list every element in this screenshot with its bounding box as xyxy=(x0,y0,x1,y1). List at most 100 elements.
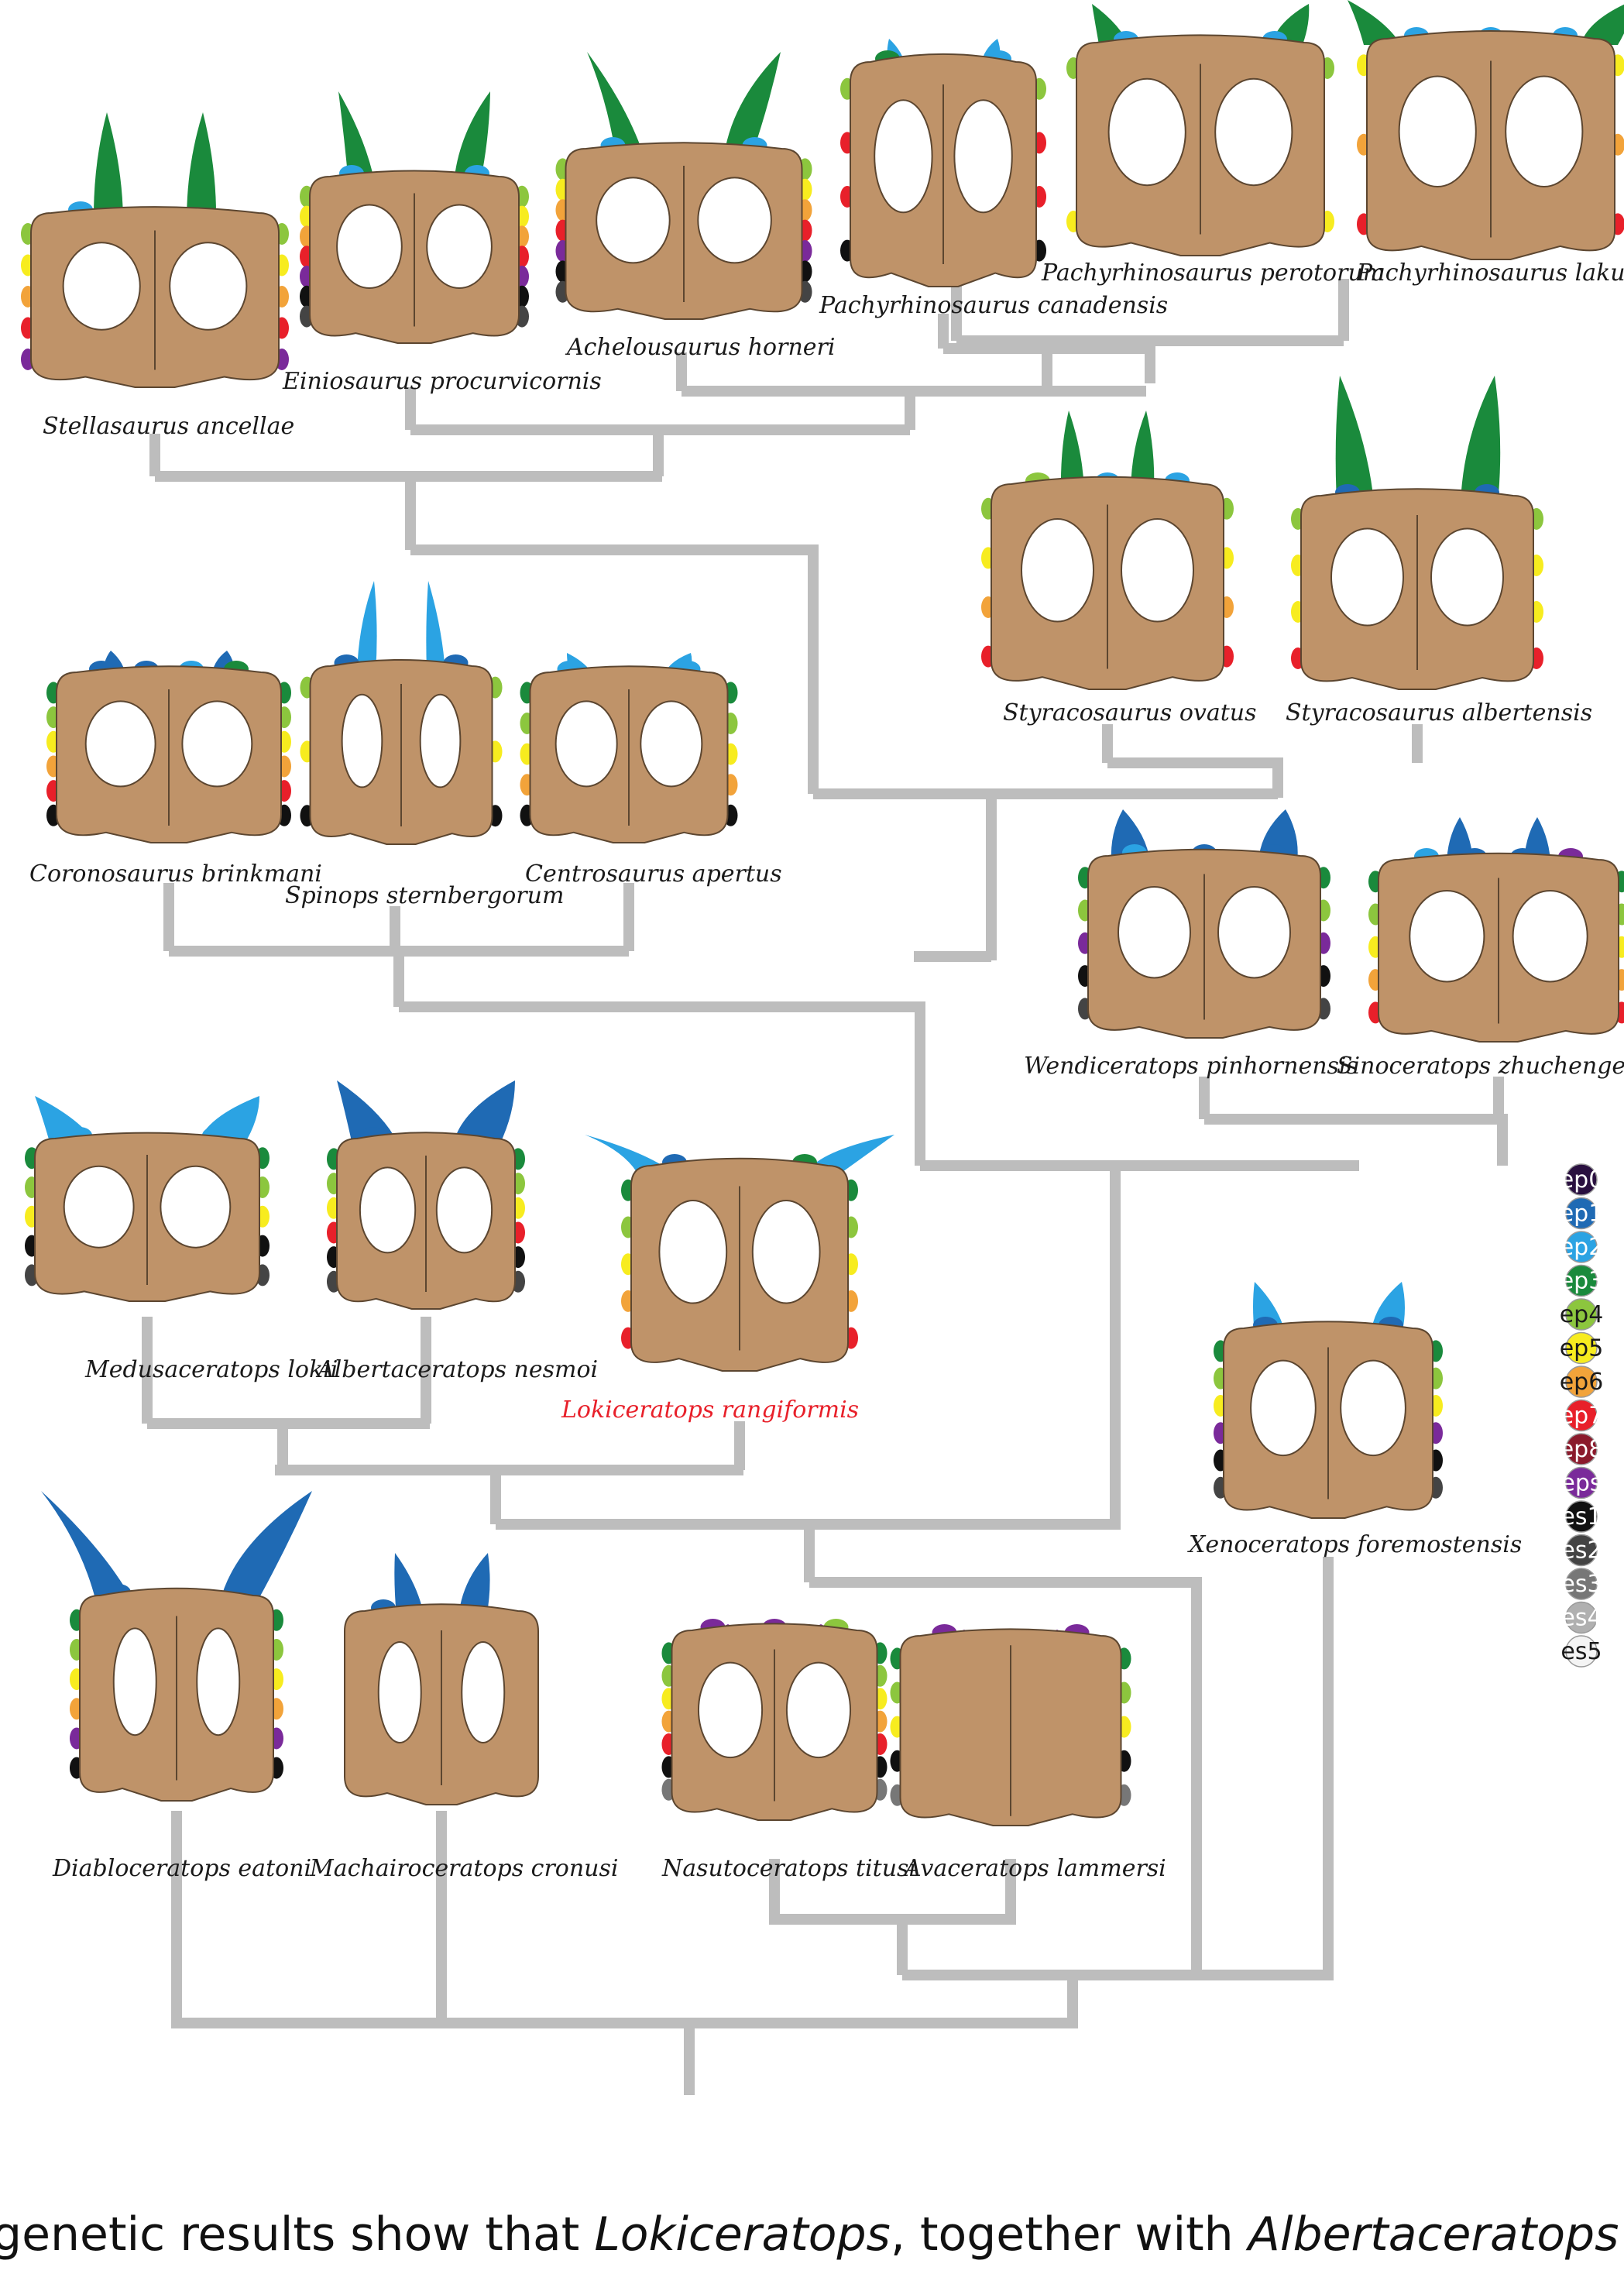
legend-item-ep1: ep1 xyxy=(1560,1198,1604,1229)
taxon-label-xenoceratops: Xenoceratops foremostensis xyxy=(1187,1531,1522,1558)
tree-branch xyxy=(902,1919,1197,1975)
parietal-fenestra xyxy=(954,100,1011,212)
legend-label: ep8 xyxy=(1560,1436,1604,1463)
skull-wendiceratops xyxy=(1078,809,1330,1038)
taxon-label-centrosaurus: Centrosaurus apertus xyxy=(525,860,782,888)
frill-horn xyxy=(1336,376,1374,502)
skull-styraco-ovatus xyxy=(981,410,1234,689)
parietal-fenestra xyxy=(1109,79,1186,186)
taxon-label-diabloceratops: Diabloceratops eatoni xyxy=(52,1855,311,1882)
taxon-label-pachy-canadensis: Pachyrhinosaurus canadensis xyxy=(819,292,1168,319)
skull-pachy-perotorum xyxy=(1066,4,1334,256)
legend-item-es5: es5 xyxy=(1560,1636,1602,1667)
legend-item-es2: es2 xyxy=(1560,1535,1602,1566)
parietal-fenestra xyxy=(170,242,246,330)
skull-achelousaurus xyxy=(556,52,812,319)
parietal-fenestra xyxy=(787,1663,850,1758)
skull-centrosaurus xyxy=(520,653,738,843)
parietal-fenestra xyxy=(640,701,702,786)
taxon-label-styraco-albertensis: Styracosaurus albertensis xyxy=(1286,699,1592,727)
skull-avaceratops xyxy=(891,1624,1131,1826)
taxon-label-lokiceratops: Lokiceratops rangiformis xyxy=(561,1396,859,1424)
legend-item-ep7: ep7 xyxy=(1560,1400,1604,1431)
taxon-label-achelousaurus: Achelousaurus horneri xyxy=(565,334,835,361)
legend-item-ep8: ep8 xyxy=(1560,1434,1604,1465)
parietal-fenestra xyxy=(114,1628,156,1735)
skull-medusaceratops xyxy=(25,1096,270,1301)
skull-lokiceratops xyxy=(585,1135,894,1371)
skull-einiosaurus xyxy=(300,91,529,343)
legend-label: ep3 xyxy=(1560,1268,1604,1295)
parietal-fenestra xyxy=(1513,891,1588,982)
legend-item-ep2: ep2 xyxy=(1560,1231,1604,1262)
parietal-fenestra xyxy=(182,701,252,786)
skull-sinoceratops xyxy=(1368,817,1624,1042)
skull-styraco-albertensis xyxy=(1291,376,1543,689)
skull-diabloceratops xyxy=(41,1491,312,1801)
parietal-fenestra xyxy=(337,205,402,289)
taxon-label-avaceratops: Avaceratops lammersi xyxy=(902,1855,1166,1882)
skull-nasutoceratops xyxy=(662,1619,888,1820)
parietal-fenestra xyxy=(1215,79,1292,186)
tree-branch xyxy=(1107,724,1417,798)
frill-horn xyxy=(187,112,216,219)
parietal-fenestra xyxy=(1431,529,1503,626)
legend-label: eps xyxy=(1560,1470,1602,1497)
legend-item-eps: eps xyxy=(1560,1468,1602,1499)
legend-item-ep5: ep5 xyxy=(1560,1333,1604,1364)
parietal-fenestra xyxy=(342,695,383,788)
legend-item-es4: es4 xyxy=(1560,1602,1602,1633)
legend-label: es2 xyxy=(1560,1537,1602,1565)
taxon-label-einiosaurus: Einiosaurus procurvicornis xyxy=(282,368,602,395)
tree-branch xyxy=(1204,1077,1502,1166)
parietal-fenestra xyxy=(753,1201,820,1304)
caption-italic-2: Albertaceratops xyxy=(1248,2207,1619,2262)
legend-item-es1: es1 xyxy=(1560,1501,1602,1532)
legend-item-ep3: ep3 xyxy=(1560,1266,1604,1297)
frill-horn xyxy=(426,581,445,672)
taxon-label-stellasaurus: Stellasaurus ancellae xyxy=(43,413,294,440)
taxon-label-sinoceratops: Sinoceratops zhuchengensis xyxy=(1337,1053,1624,1080)
parietal-fenestra xyxy=(556,701,617,786)
parietal-fenestra xyxy=(462,1642,504,1743)
skull-coronosaurus xyxy=(46,651,291,843)
legend-label: es5 xyxy=(1560,1638,1602,1665)
phylogeny-figure: Stellasaurus ancellae Einiosaurus procur… xyxy=(0,0,1624,2207)
parietal-fenestra xyxy=(699,1663,762,1758)
parietal-fenestra xyxy=(1118,887,1190,978)
parietal-fenestra xyxy=(437,1167,492,1252)
parietal-fenestra xyxy=(160,1166,230,1248)
caption-text-3: a xyxy=(1619,2207,1624,2262)
parietal-fenestra xyxy=(1409,891,1484,982)
taxon-label-machairoceratops: Machairoceratops cronusi xyxy=(309,1855,618,1882)
taxon-label-nasutoceratops: Nasutoceratops titusi xyxy=(661,1855,916,1882)
parietal-fenestra xyxy=(1506,76,1582,187)
legend-label: es1 xyxy=(1560,1503,1602,1530)
caption-text-1: genetic results show that xyxy=(0,2207,594,2262)
parietal-fenestra xyxy=(1251,1361,1316,1456)
legend-item-es3: es3 xyxy=(1560,1568,1602,1599)
parietal-fenestra xyxy=(360,1167,415,1252)
skull-xenoceratops xyxy=(1214,1282,1443,1518)
taxon-label-medusaceratops: Medusaceratops lokii xyxy=(84,1356,338,1383)
legend-item-ep0: ep0 xyxy=(1560,1164,1604,1195)
parietal-fenestra xyxy=(596,177,670,263)
parietal-fenestra xyxy=(64,1166,134,1248)
parietal-fenestra xyxy=(1218,887,1290,978)
taxon-label-spinops: Spinops sternbergorum xyxy=(285,882,564,909)
legend-label: ep6 xyxy=(1560,1369,1604,1396)
skull-stellasaurus xyxy=(21,112,289,387)
legend-item-ep6: ep6 xyxy=(1560,1366,1604,1397)
parietal-fenestra xyxy=(64,242,140,330)
frill-horn xyxy=(357,581,377,672)
parietal-fenestra xyxy=(874,100,932,212)
parietal-fenestra xyxy=(1341,1361,1406,1456)
skull-pachy-canadensis xyxy=(840,39,1046,287)
legend-label: ep7 xyxy=(1560,1403,1604,1430)
legend-label: ep2 xyxy=(1560,1234,1604,1261)
parietal-fenestra xyxy=(659,1201,726,1304)
parietal-fenestra xyxy=(698,177,771,263)
taxon-label-wendiceratops: Wendiceratops pinhornensis xyxy=(1024,1053,1358,1080)
parietal-fenestra xyxy=(421,695,461,788)
parietal-fenestra xyxy=(1331,529,1403,626)
